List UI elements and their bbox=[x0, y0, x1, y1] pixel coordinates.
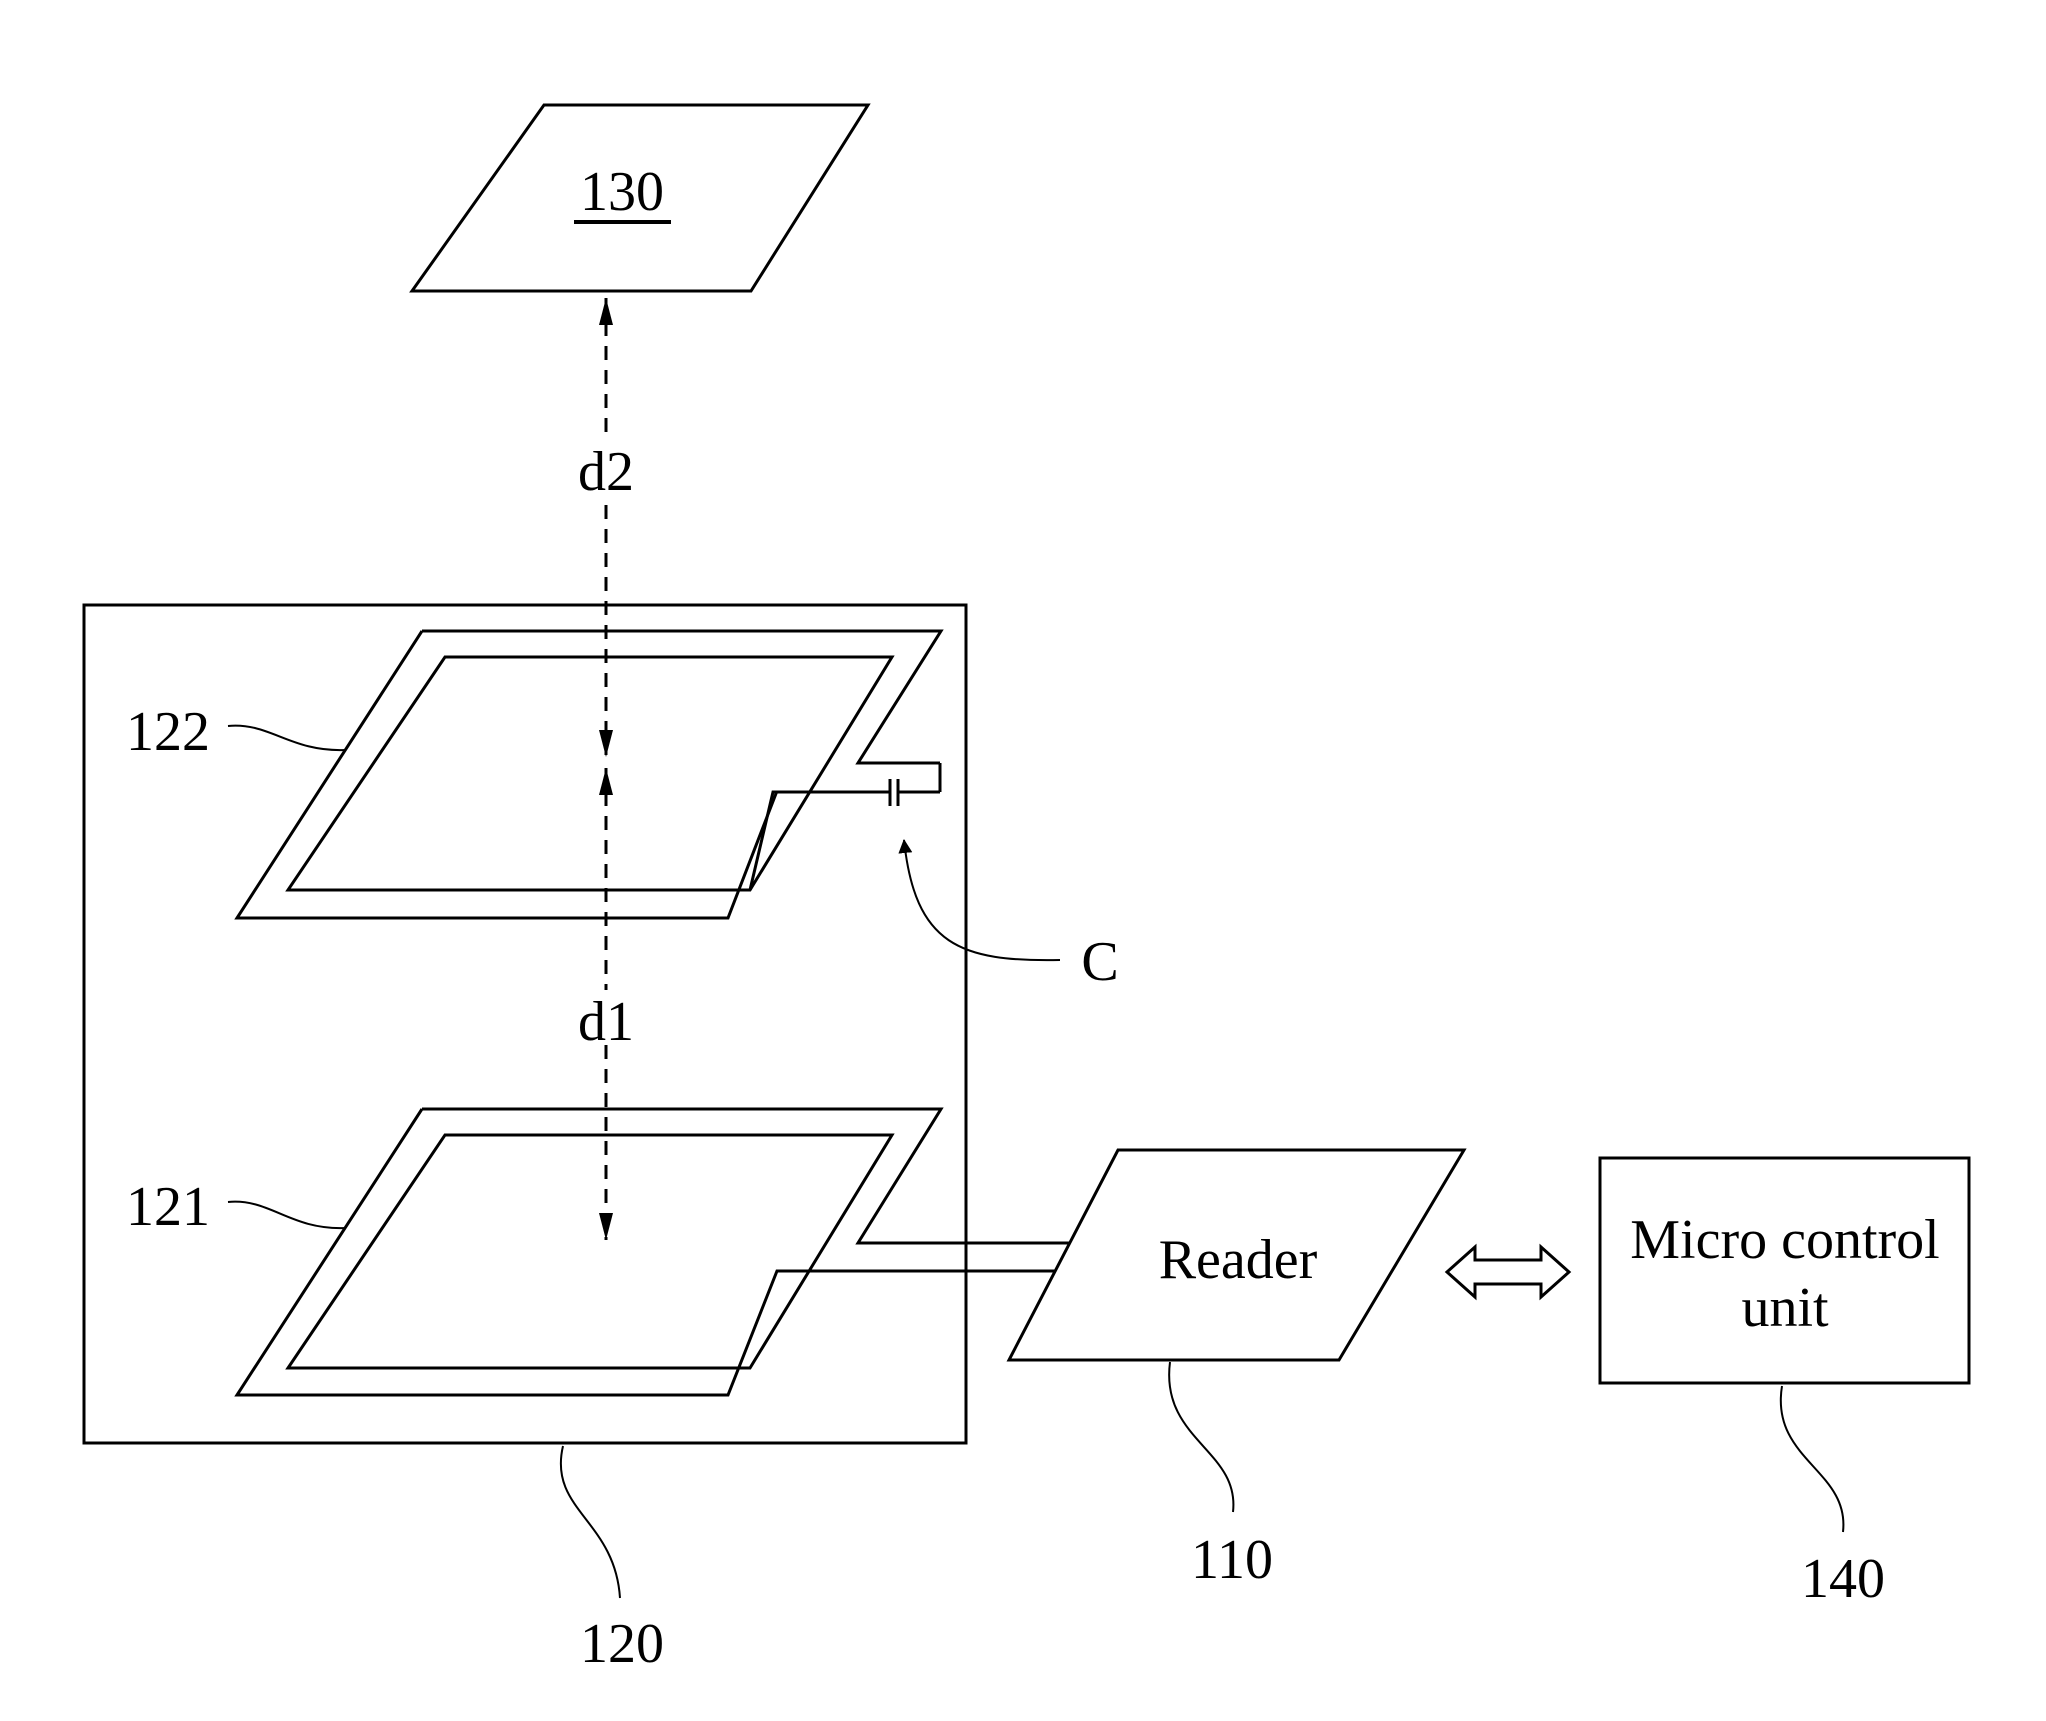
coil-122-label: 122 bbox=[126, 701, 210, 763]
capacitor-leader bbox=[898, 839, 1061, 962]
coil-121-leader bbox=[227, 1200, 346, 1230]
sensor-module-box bbox=[82, 603, 968, 1445]
coil-122 bbox=[234, 629, 944, 920]
reader-label: Reader bbox=[1159, 1229, 1318, 1291]
target-object: 130 bbox=[409, 103, 871, 293]
distance-d2-arrow bbox=[599, 298, 613, 757]
double-headed-arrow-icon bbox=[1444, 1243, 1572, 1301]
sensor-module-leader bbox=[560, 1445, 621, 1599]
coil-121-label: 121 bbox=[126, 1176, 210, 1238]
reader-block: Reader bbox=[1006, 1148, 1467, 1362]
coil-121 bbox=[234, 1107, 1080, 1397]
capacitor-icon bbox=[888, 779, 900, 806]
capacitor-label: C bbox=[1081, 931, 1118, 993]
distance-d2-label: d2 bbox=[578, 441, 634, 503]
micro-control-unit-block: Micro control unit bbox=[1598, 1156, 1971, 1385]
reader-ref-label: 110 bbox=[1191, 1529, 1273, 1591]
sensor-module-label: 120 bbox=[580, 1613, 664, 1675]
mcu-label-line1: Micro control bbox=[1630, 1209, 1939, 1271]
reader-leader bbox=[1168, 1361, 1235, 1513]
coil-122-leader bbox=[227, 724, 346, 752]
distance-d1-label: d1 bbox=[578, 991, 634, 1053]
mcu-leader bbox=[1779, 1385, 1845, 1533]
distance-d1-arrow bbox=[599, 768, 613, 1240]
mcu-label-line2: unit bbox=[1741, 1277, 1829, 1339]
target-label: 130 bbox=[580, 161, 664, 223]
mcu-ref-label: 140 bbox=[1801, 1548, 1885, 1610]
